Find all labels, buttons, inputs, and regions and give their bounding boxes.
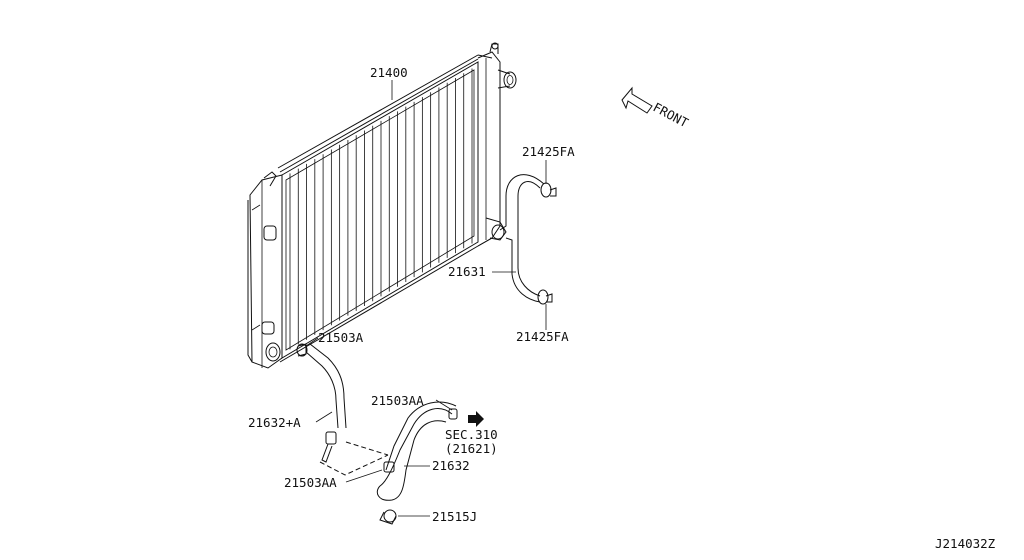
diagram-code: J214032Z — [935, 536, 996, 551]
label-return-hose: 21632 — [432, 458, 470, 473]
label-clip: 21515J — [432, 509, 477, 524]
front-direction-arrow-icon — [621, 86, 653, 114]
label-radiator: 21400 — [370, 65, 408, 80]
label-drain-hose: 21632+A — [248, 415, 301, 430]
drain-clamp-icon — [296, 343, 308, 357]
label-section-ref-line1: SEC.310 — [445, 427, 498, 442]
label-front: FRONT — [651, 99, 692, 130]
label-section-ref-line2: (21621) — [445, 441, 498, 456]
section-arrow-icon — [468, 411, 484, 427]
radiator-core — [277, 54, 493, 363]
label-upper-clamp: 21425FA — [522, 144, 575, 159]
upper-clamp-icon — [540, 182, 557, 198]
drain-hose — [296, 343, 347, 463]
right-side-tank — [477, 42, 517, 247]
clip-icon — [379, 509, 397, 525]
reference-dashes — [319, 441, 389, 476]
hose-clamp-left-icon — [383, 461, 395, 473]
leader-lines — [305, 80, 547, 517]
return-hose — [376, 401, 458, 525]
label-hose-clamp-left: 21503AA — [284, 475, 337, 490]
lower-clamp-icon — [537, 289, 553, 305]
label-drain-clamp: 21503A — [318, 330, 364, 345]
label-hose-clamp-top: 21503AA — [371, 393, 424, 408]
left-side-tank — [247, 171, 283, 369]
hose-clamp-top-icon — [448, 408, 458, 420]
upper-hose — [499, 174, 557, 305]
label-lower-clamp: 21425FA — [516, 329, 569, 344]
label-upper-hose: 21631 — [448, 264, 486, 279]
